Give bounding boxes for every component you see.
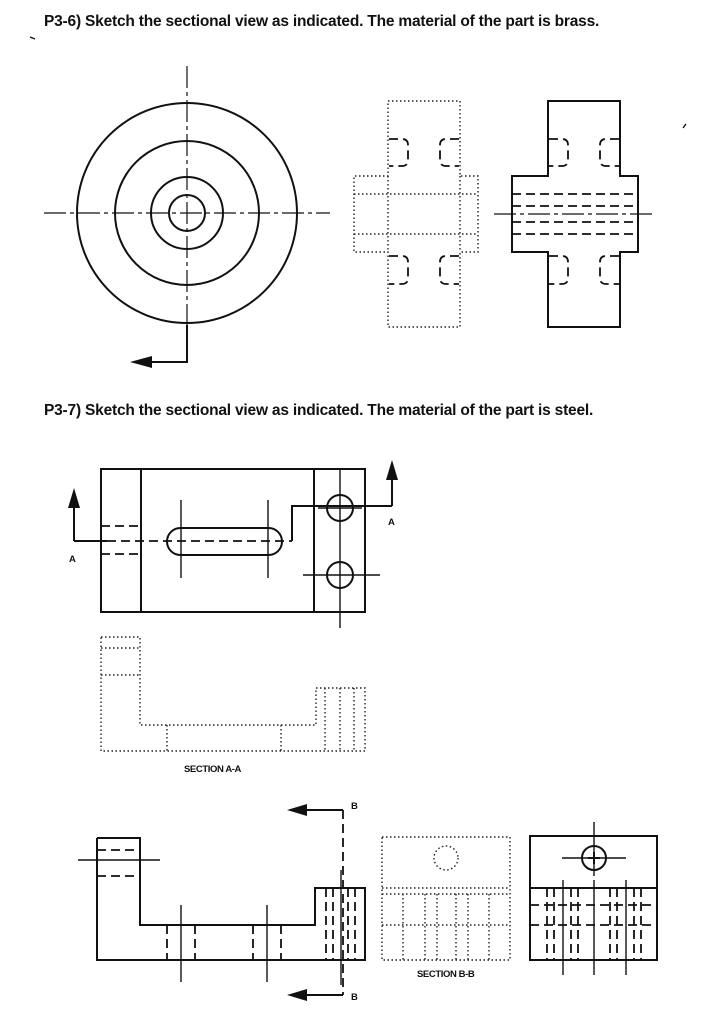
p3-6-front-view <box>44 66 330 368</box>
cutting-plane-line <box>291 505 392 541</box>
p3-6-section-view-outline <box>353 100 479 328</box>
section-b-b-label: SECTION B-B <box>417 969 475 980</box>
problem-number: P3-7) <box>44 402 81 419</box>
cutting-plane-arrow <box>68 488 80 508</box>
section-letter-b: B <box>351 992 358 1003</box>
section-letter-a: A <box>388 517 395 528</box>
problem-heading-p3-7: P3-7) Sketch the sectional view as indic… <box>44 402 593 420</box>
section-a-a-outline <box>100 636 366 752</box>
p3-7-top-view <box>68 460 398 628</box>
problem-text: Sketch the sectional view as indicated. … <box>80 402 594 419</box>
section-letter-b: B <box>351 801 358 812</box>
stray-mark <box>682 123 687 129</box>
problem-number: P3-6) <box>44 13 81 30</box>
p3-7-front-view <box>78 804 366 1001</box>
problem-text: Sketch the sectional view as indicated. … <box>80 13 600 30</box>
cutting-plane-line <box>150 325 188 363</box>
section-letter-a: A <box>69 554 76 565</box>
cutting-plane-arrow <box>386 460 398 480</box>
cutting-plane-arrow <box>287 989 307 1001</box>
section-a-a-label: SECTION A-A <box>184 764 242 775</box>
p3-7-side-view <box>529 822 658 975</box>
cutting-plane-arrow <box>287 804 307 816</box>
cutting-plane-arrow <box>130 356 152 368</box>
p3-6-side-view <box>494 100 656 328</box>
stray-mark <box>29 36 36 40</box>
problem-heading-p3-6: P3-6) Sketch the sectional view as indic… <box>44 13 599 31</box>
section-b-b-outline <box>381 836 511 961</box>
